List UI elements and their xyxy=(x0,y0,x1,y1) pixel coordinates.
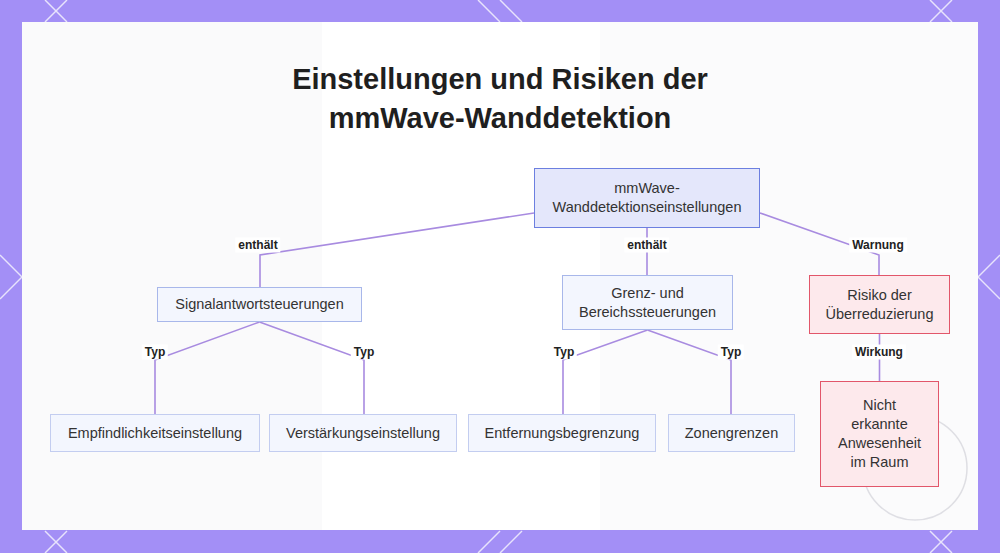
edge-label: enthält xyxy=(624,238,669,253)
node-text: Zonengrenzen xyxy=(685,424,779,443)
warning-box: Nicht erkannte Anwesenheit im Raum xyxy=(820,381,939,487)
concept-box: Empfindlichkeitseinstellung xyxy=(50,414,260,452)
node-text: Grenz- und Bereichssteuerungen xyxy=(571,284,724,322)
edge-label: Typ xyxy=(351,345,377,360)
edge-label: Wirkung xyxy=(852,345,906,360)
node-text: Risiko der Überreduzierung xyxy=(818,286,941,324)
edge-label: Warnung xyxy=(849,238,907,253)
edge-label: Typ xyxy=(718,345,744,360)
connector-line xyxy=(648,330,732,414)
concept-box: Signalantwortsteuerungen xyxy=(157,287,362,322)
node-text: Verstärkungseinstellung xyxy=(286,424,440,443)
concept-box: Grenz- und Bereichssteuerungen xyxy=(562,275,733,330)
node-text: mmWave- Wanddetektionseinstellungen xyxy=(543,179,751,217)
edge-label: Typ xyxy=(551,345,577,360)
warning-box: Risiko der Überreduzierung xyxy=(809,275,950,334)
connector-line xyxy=(563,330,648,414)
edge-label: Typ xyxy=(142,345,168,360)
concept-box: Verstärkungseinstellung xyxy=(269,414,457,452)
blurred-backdrop xyxy=(22,22,322,530)
concept-box: mmWave- Wanddetektionseinstellungen xyxy=(534,168,760,228)
concept-box: Entfernungsbegrenzung xyxy=(468,414,656,452)
connector-line xyxy=(155,322,260,414)
canvas xyxy=(22,22,978,530)
node-text: Entfernungsbegrenzung xyxy=(485,424,640,443)
diagram-title: Einstellungen und Risiken der mmWave-Wan… xyxy=(250,60,750,138)
concept-box: Zonengrenzen xyxy=(668,414,795,452)
connector-line xyxy=(260,213,534,287)
connector-line xyxy=(260,322,365,414)
edge-label: enthält xyxy=(235,238,280,253)
node-text: Nicht erkannte Anwesenheit im Raum xyxy=(837,396,922,472)
node-text: Empfindlichkeitseinstellung xyxy=(68,424,242,443)
node-text: Signalantwortsteuerungen xyxy=(175,295,343,314)
